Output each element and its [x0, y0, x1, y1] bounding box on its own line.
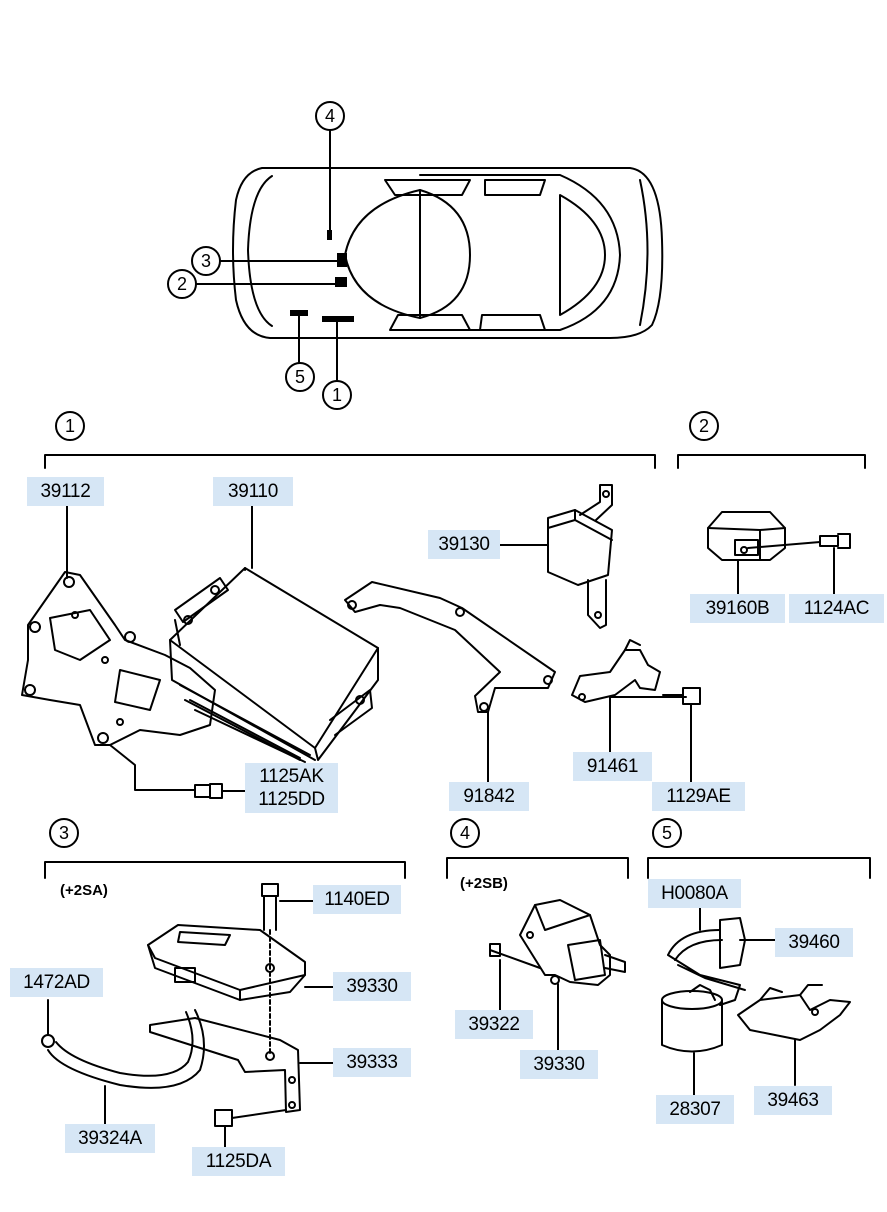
- callout-2-car: 2: [167, 269, 197, 299]
- part-label-1124ac[interactable]: 1124AC: [789, 594, 884, 623]
- canister-28307-drawing: [661, 984, 723, 1096]
- bracket-39112-drawing: [21, 571, 216, 746]
- bolt-1140ed-drawing: [261, 883, 317, 1057]
- part-label-39463[interactable]: 39463: [754, 1086, 832, 1115]
- callout-1-car: 1: [322, 380, 352, 410]
- part-label-1472ad[interactable]: 1472AD: [10, 968, 103, 997]
- callout-4-car: 4: [315, 101, 345, 131]
- part-label-h0080a[interactable]: H0080A: [648, 879, 741, 908]
- part-label-28307[interactable]: 28307: [656, 1095, 734, 1124]
- bracket-39463-drawing: [737, 984, 851, 1086]
- part-label-1140ed[interactable]: 1140ED: [313, 885, 401, 914]
- part-label-39330-section3[interactable]: 39330: [333, 972, 411, 1001]
- bracket-39333-drawing: [149, 1017, 301, 1113]
- valve-39460-drawing: [667, 917, 779, 1006]
- actuator-39330-drawing: [489, 899, 626, 1051]
- part-label-1129ae[interactable]: 1129AE: [652, 782, 745, 811]
- section-3-number: 3: [49, 818, 79, 848]
- relay-39130-drawing: [547, 484, 613, 629]
- part-label-39322[interactable]: 39322: [455, 1010, 533, 1039]
- section3-leader-lines: [299, 986, 339, 1064]
- part-label-1125dd: 1125DD: [258, 789, 325, 810]
- car-top-view: [232, 167, 664, 339]
- variant-label-section3: (+2SA): [60, 882, 108, 899]
- part-label-1125ak-1125dd[interactable]: 1125AK 1125DD: [245, 763, 338, 813]
- bracket-91461-drawing: [571, 639, 687, 703]
- part-label-39130[interactable]: 39130: [428, 530, 500, 559]
- section-1-number: 1: [55, 411, 85, 441]
- car-leader-lines: [195, 129, 339, 381]
- part-label-39160b[interactable]: 39160B: [690, 594, 785, 623]
- section-4-number: 4: [450, 818, 480, 848]
- callout-3-car: 3: [191, 246, 221, 276]
- section1-leader-lines: [66, 504, 692, 783]
- section-5-number: 5: [652, 818, 682, 848]
- section-brackets: [44, 454, 871, 879]
- part-label-39110[interactable]: 39110: [213, 477, 293, 506]
- hose-39324a-drawing: [41, 999, 205, 1126]
- part-label-1125da[interactable]: 1125DA: [192, 1147, 285, 1176]
- bolt-1125ak-drawing: [109, 744, 246, 799]
- ecu-39110-drawing: [169, 567, 379, 763]
- bolt-1129ae-drawing: [662, 687, 701, 705]
- relay-39160b-drawing: [707, 511, 851, 598]
- callout-5-car: 5: [285, 362, 315, 392]
- part-label-39333[interactable]: 39333: [333, 1048, 411, 1077]
- part-label-91842[interactable]: 91842: [449, 782, 529, 811]
- part-label-91461[interactable]: 91461: [573, 752, 652, 781]
- part-label-39330-section4[interactable]: 39330: [520, 1050, 598, 1079]
- bracket-91842-drawing: [344, 581, 556, 713]
- part-label-1125ak: 1125AK: [259, 766, 324, 787]
- bolt-1125da-drawing: [214, 1109, 287, 1149]
- part-label-39460[interactable]: 39460: [775, 928, 853, 957]
- module-39330-drawing: [147, 924, 306, 1001]
- part-label-39112[interactable]: 39112: [27, 477, 104, 506]
- car-location-markers: [290, 230, 354, 322]
- part-label-39324a[interactable]: 39324A: [65, 1124, 155, 1153]
- variant-label-section4: (+2SB): [460, 875, 508, 892]
- section-2-number: 2: [689, 411, 719, 441]
